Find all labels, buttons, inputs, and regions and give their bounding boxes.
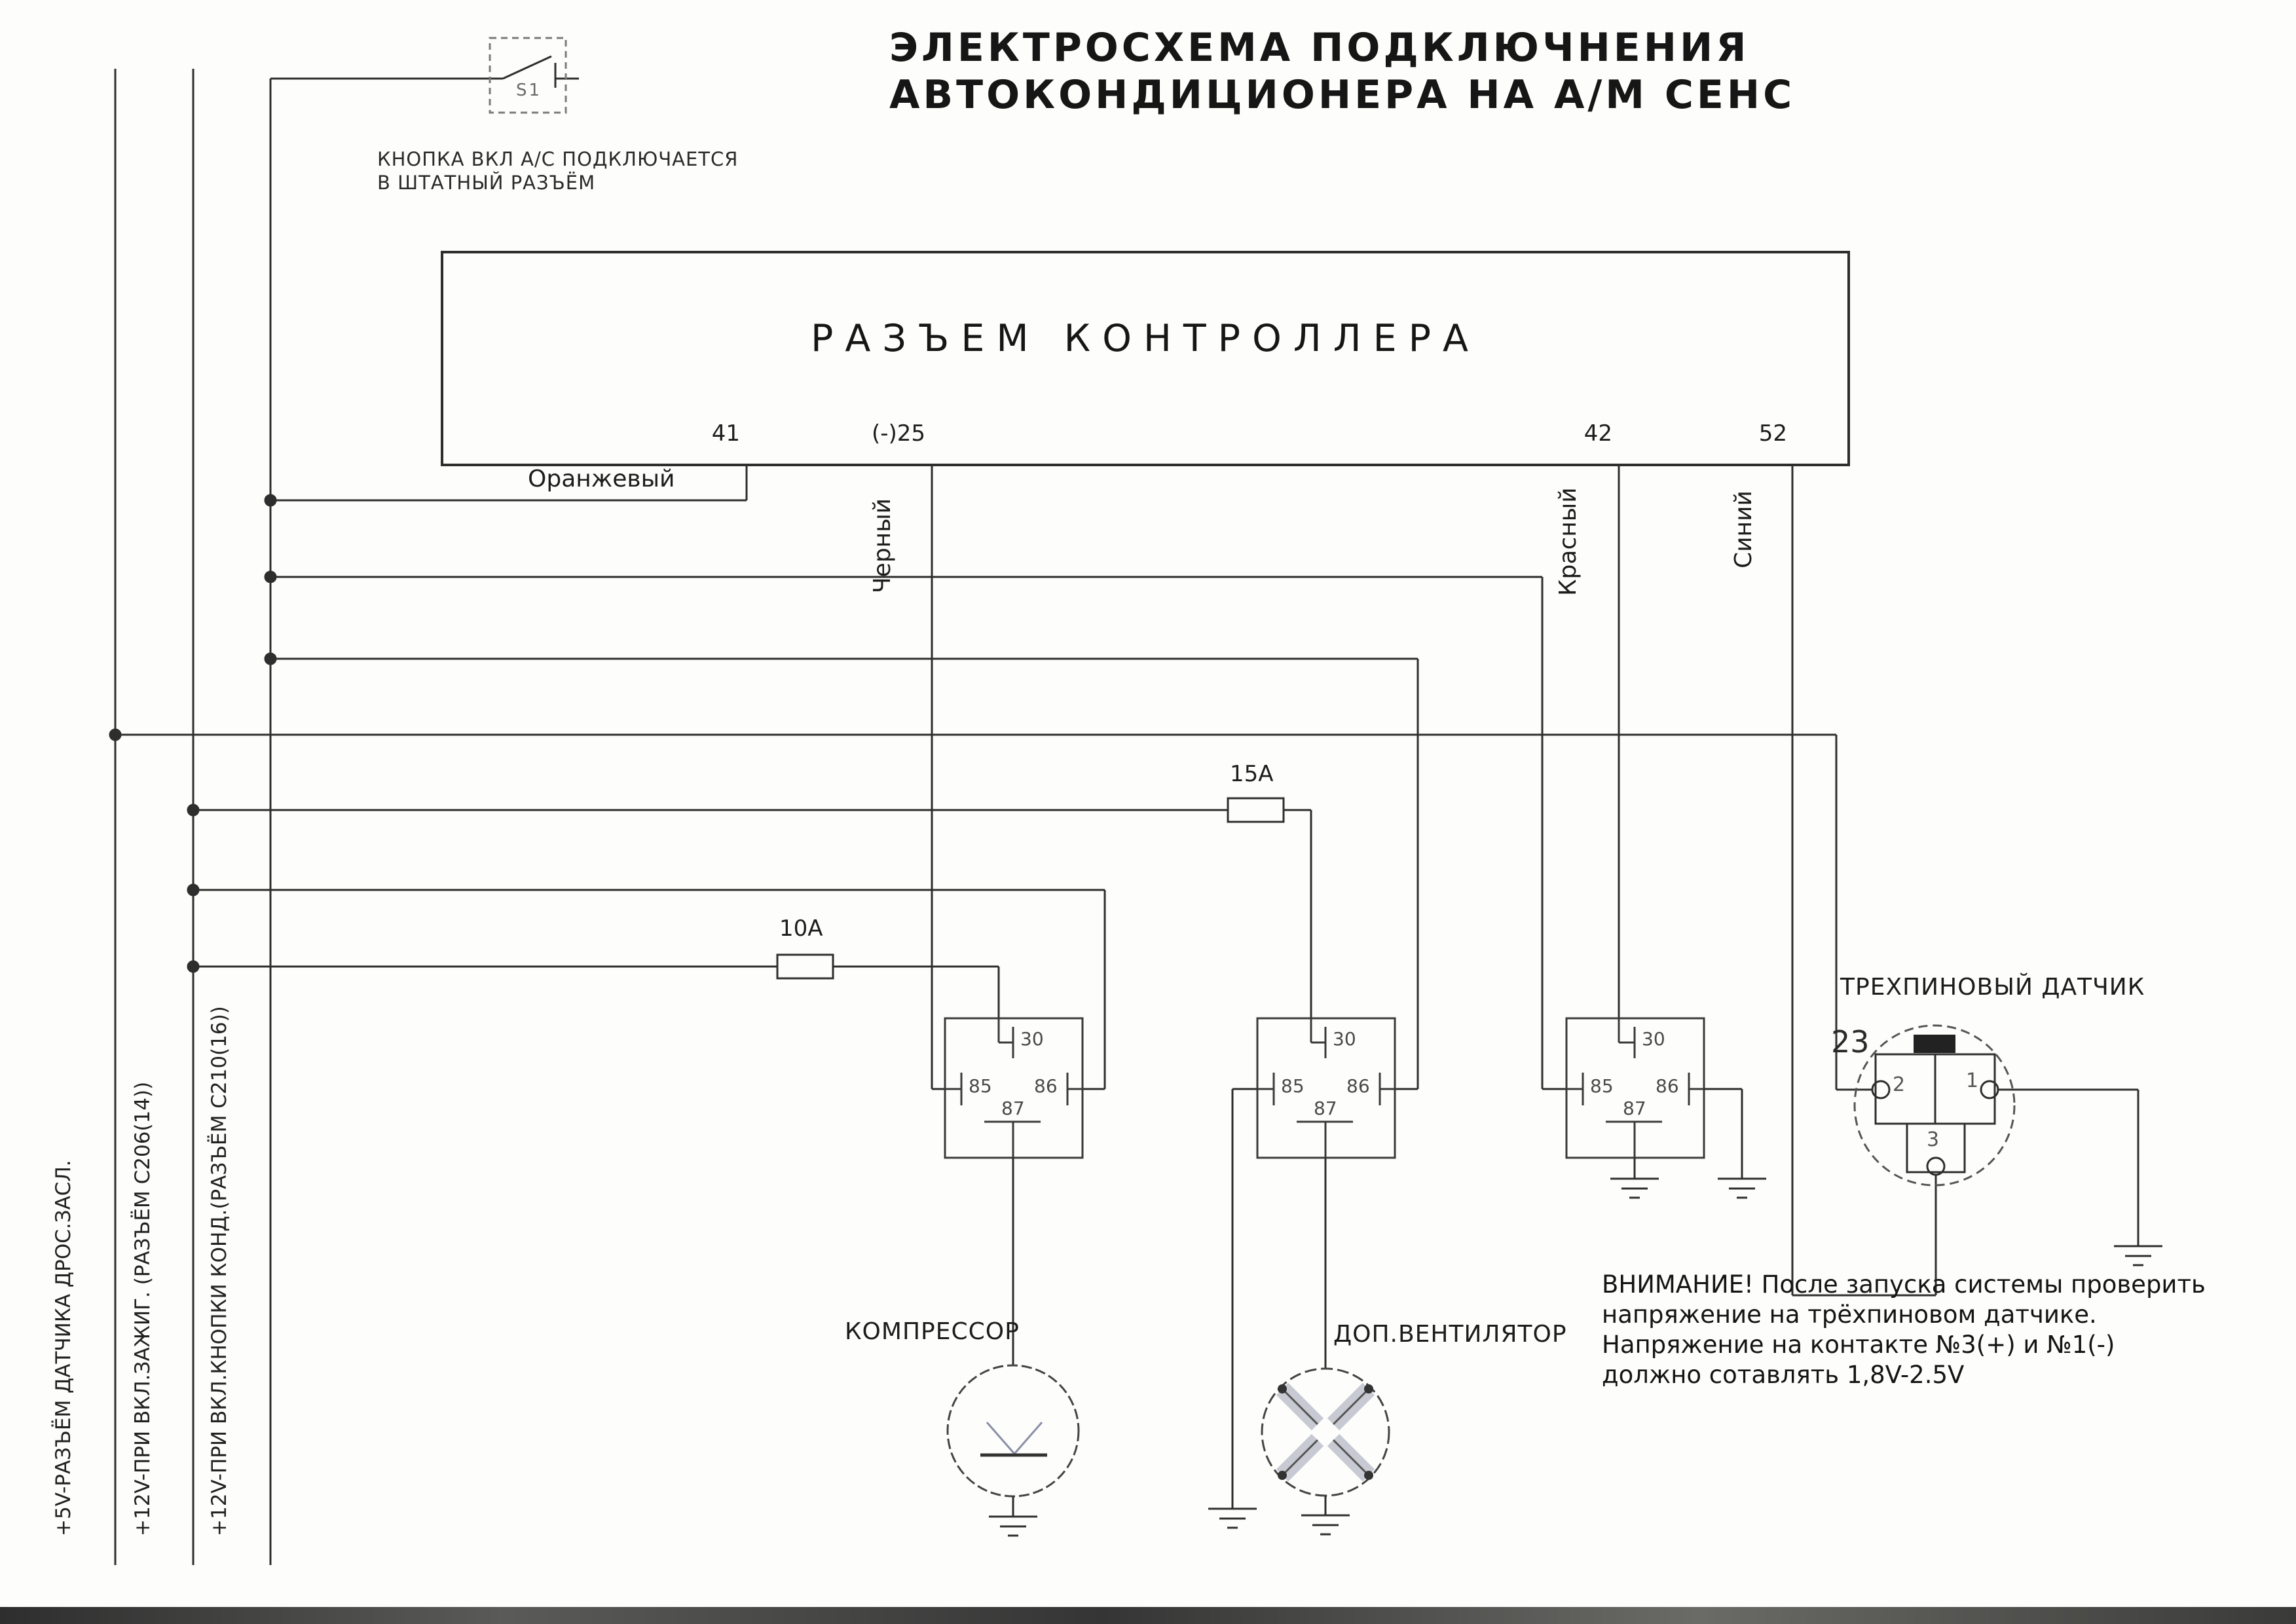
sensor-pin1-label: 1 xyxy=(1966,1069,1979,1092)
orange-wire-pin41 xyxy=(264,465,748,507)
sensor-label: ТРЕХПИНОВЫЙ ДАТЧИК xyxy=(1840,974,2145,1001)
page-title-line2: АВТОКОНДИЦИОНЕРА НА А/М СЕНС xyxy=(889,72,1796,118)
relay-right xyxy=(1565,1017,1705,1159)
relay3-terminal-86-label: 86 xyxy=(1656,1075,1679,1097)
ground-symbols xyxy=(989,1177,2162,1537)
warning-line4: должно сотавлять 1,8V-2.5V xyxy=(1602,1361,1965,1389)
relay1-terminal-30-label: 30 xyxy=(1020,1028,1044,1050)
pin-41-label: 41 xyxy=(711,420,740,447)
blue-wire-pin52 xyxy=(1791,465,1937,1297)
relay1-terminal-85-label: 85 xyxy=(969,1075,992,1097)
wire-red-label: Красный xyxy=(1555,487,1582,596)
wire-relay2-85-to-ground xyxy=(1231,1088,1257,1509)
relay2-terminal-87-label: 87 xyxy=(1314,1098,1337,1119)
relay1-terminal-86-label: 86 xyxy=(1034,1075,1058,1097)
feed-lines xyxy=(114,69,272,1565)
black-wire-pin25 xyxy=(931,465,945,1090)
bus-ignition-15a-to-relay2 xyxy=(187,797,1312,1018)
fan-symbol xyxy=(1261,1367,1390,1515)
compressor-label: КОМПРЕССОР xyxy=(845,1318,1020,1345)
ac-button-switch xyxy=(270,37,579,114)
wire-sensor-pin1-to-ground xyxy=(1998,1088,2139,1246)
relay3-terminal-30-label: 30 xyxy=(1642,1028,1665,1050)
feed-12v-ignition-label: +12V-ПРИ ВКЛ.ЗАЖИГ. (РАЗЪЁМ C206(14)) xyxy=(131,1081,155,1536)
warning-line2: напряжение на трёхпиновом датчике. xyxy=(1602,1301,2097,1329)
relay3-terminal-87-label: 87 xyxy=(1623,1098,1646,1119)
bus-button-to-relay3 xyxy=(264,570,1566,1090)
fuse-10a-symbol xyxy=(776,953,834,980)
wire-relay3-86-to-ground xyxy=(1704,1088,1743,1179)
sensor-pin2-label: 2 xyxy=(1893,1073,1906,1096)
pin-42-label: 42 xyxy=(1583,420,1612,447)
bus-5v-to-sensor xyxy=(109,728,1872,1091)
wire-black-label: Черный xyxy=(869,498,896,593)
three-pin-sensor-symbol xyxy=(1853,1024,2016,1187)
pin-52-label: 52 xyxy=(1758,420,1787,447)
fuse-15a-label: 15A xyxy=(1230,761,1274,787)
switch-caption-line2: В ШТАТНЫЙ РАЗЪЁМ xyxy=(377,172,596,194)
switch-caption-line1: КНОПКА ВКЛ А/С ПОДКЛЮЧАЕТСЯ xyxy=(377,148,739,170)
fan-label: ДОП.ВЕНТИЛЯТОР xyxy=(1333,1321,1567,1348)
wire-orange-label: Оранжевый xyxy=(528,466,675,492)
wire-blue-label: Синий xyxy=(1730,490,1757,568)
bus-button-to-relay2 xyxy=(264,652,1419,1090)
fuse-10a-label: 10A xyxy=(779,915,823,942)
page-title-line1: ЭЛЕКТРОСХЕМА ПОДКЛЮЧНЕНИЯ xyxy=(889,25,1750,71)
controller-title: РАЗЪЕМ КОНТРОЛЛЕРА xyxy=(810,317,1481,360)
warning-line1: ВНИМАНИЕ! После запуска системы проверит… xyxy=(1602,1270,2206,1299)
scan-artifact-band xyxy=(0,1607,2296,1624)
relay2-terminal-85-label: 85 xyxy=(1281,1075,1305,1097)
bus-ignition-10a-to-relay1 xyxy=(187,953,1000,1018)
sensor-wire-number-label: 23 xyxy=(1831,1024,1870,1060)
relay2-terminal-30-label: 30 xyxy=(1333,1028,1356,1050)
relay-compressor xyxy=(944,1017,1084,1159)
relay-fan xyxy=(1256,1017,1396,1159)
controller-connector-box xyxy=(441,251,1850,466)
relay3-terminal-85-label: 85 xyxy=(1590,1075,1614,1097)
compressor-symbol xyxy=(946,1364,1080,1517)
sensor-pin3-label: 3 xyxy=(1927,1128,1940,1151)
switch-s1-label: S1 xyxy=(516,81,542,100)
relay1-terminal-87-label: 87 xyxy=(1001,1098,1025,1119)
pin-25-label: (-)25 xyxy=(871,420,925,447)
bus-ignition-to-relay1 xyxy=(187,883,1106,1090)
relay2-terminal-86-label: 86 xyxy=(1346,1075,1370,1097)
feed-12v-button-label: +12V-ПРИ ВКЛ.КНОПКИ КОНД.(РАЗЪЁМ C210(16… xyxy=(208,1006,231,1536)
feed-5v-label: +5V-РАЗЪЁМ ДАТЧИКА ДРОС.ЗАСЛ. xyxy=(52,1160,75,1536)
warning-line3: Напряжение на контакте №3(+) и №1(-) xyxy=(1602,1331,2115,1359)
fuse-15a-symbol xyxy=(1227,797,1285,823)
